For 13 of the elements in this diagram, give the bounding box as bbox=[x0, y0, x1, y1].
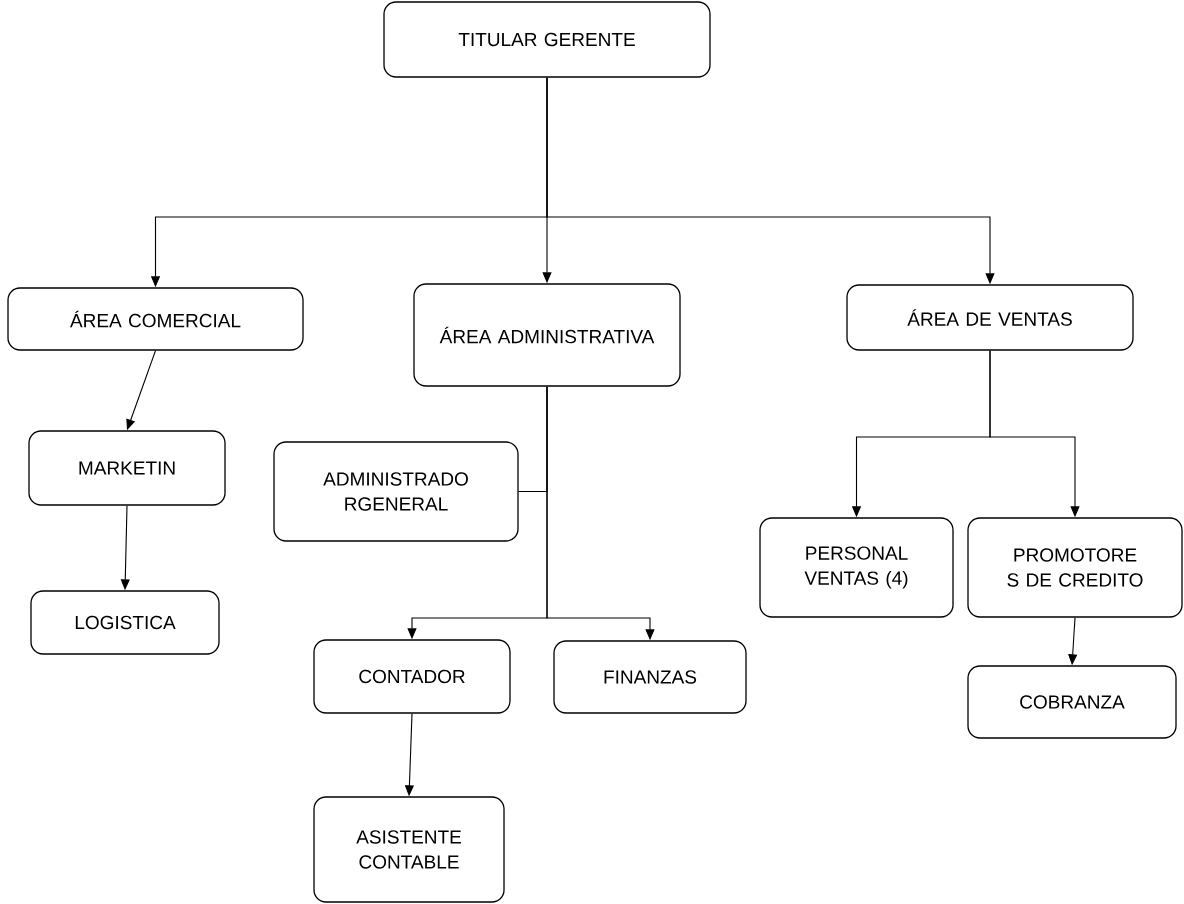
org-box: ÁREA ADMINISTRATIVA bbox=[413, 283, 681, 387]
org-box: ASISTENTE CONTABLE bbox=[313, 796, 505, 903]
org-box: LOGISTICA bbox=[30, 590, 220, 655]
org-box: ÁREA COMERCIAL bbox=[7, 287, 304, 351]
org-box: PERSONAL VENTAS (4) bbox=[759, 517, 954, 618]
org-box: MARKETIN bbox=[28, 430, 226, 506]
org-box: PROMOTORE S DE CREDITO bbox=[967, 517, 1183, 618]
org-box: FINANZAS bbox=[553, 640, 747, 714]
org-box: TITULAR GERENTE bbox=[383, 1, 711, 78]
org-box: ADMINISTRADO RGENERAL bbox=[273, 441, 519, 542]
org-box: COBRANZA bbox=[967, 665, 1177, 739]
org-box: ÁREA DE VENTAS bbox=[846, 284, 1134, 351]
org-box: CONTADOR bbox=[313, 639, 511, 714]
